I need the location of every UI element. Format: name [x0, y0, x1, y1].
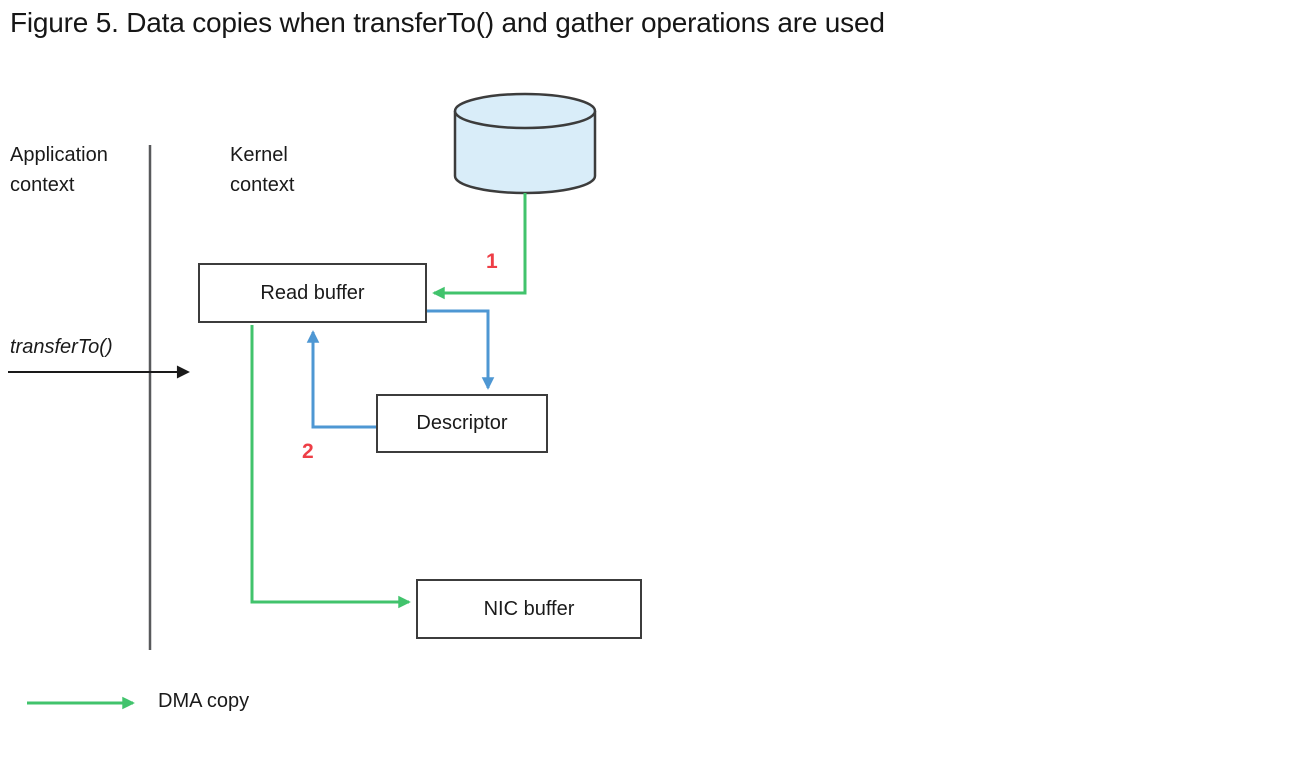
step-2-label: 2 [302, 440, 314, 463]
descriptor-label: Descriptor [416, 412, 508, 434]
application-context-label: Application context [10, 144, 108, 196]
descriptor-node: Descriptor [376, 394, 548, 453]
gather-arrow-descriptor-to-read-buffer [306, 330, 376, 429]
disk-cylinder-icon [453, 92, 597, 195]
legend-dma-copy-label: DMA copy [158, 690, 250, 712]
kernel-context-label: Kernel context [230, 144, 295, 196]
gather-arrow-read-buffer-to-descriptor [427, 309, 495, 390]
read-buffer-node: Read buffer [198, 263, 427, 323]
transferto-call-label: transferTo() [10, 336, 113, 358]
step-1-label: 1 [486, 250, 498, 273]
nic-buffer-node: NIC buffer [416, 579, 642, 639]
dma-arrow-disk-to-read-buffer [432, 193, 527, 300]
dma-arrow-read-buffer-to-nic-buffer [250, 325, 411, 609]
nic-buffer-label: NIC buffer [483, 597, 575, 620]
figure-title: Figure 5. Data copies when transferTo() … [10, 7, 885, 38]
read-buffer-label: Read buffer [260, 281, 365, 304]
